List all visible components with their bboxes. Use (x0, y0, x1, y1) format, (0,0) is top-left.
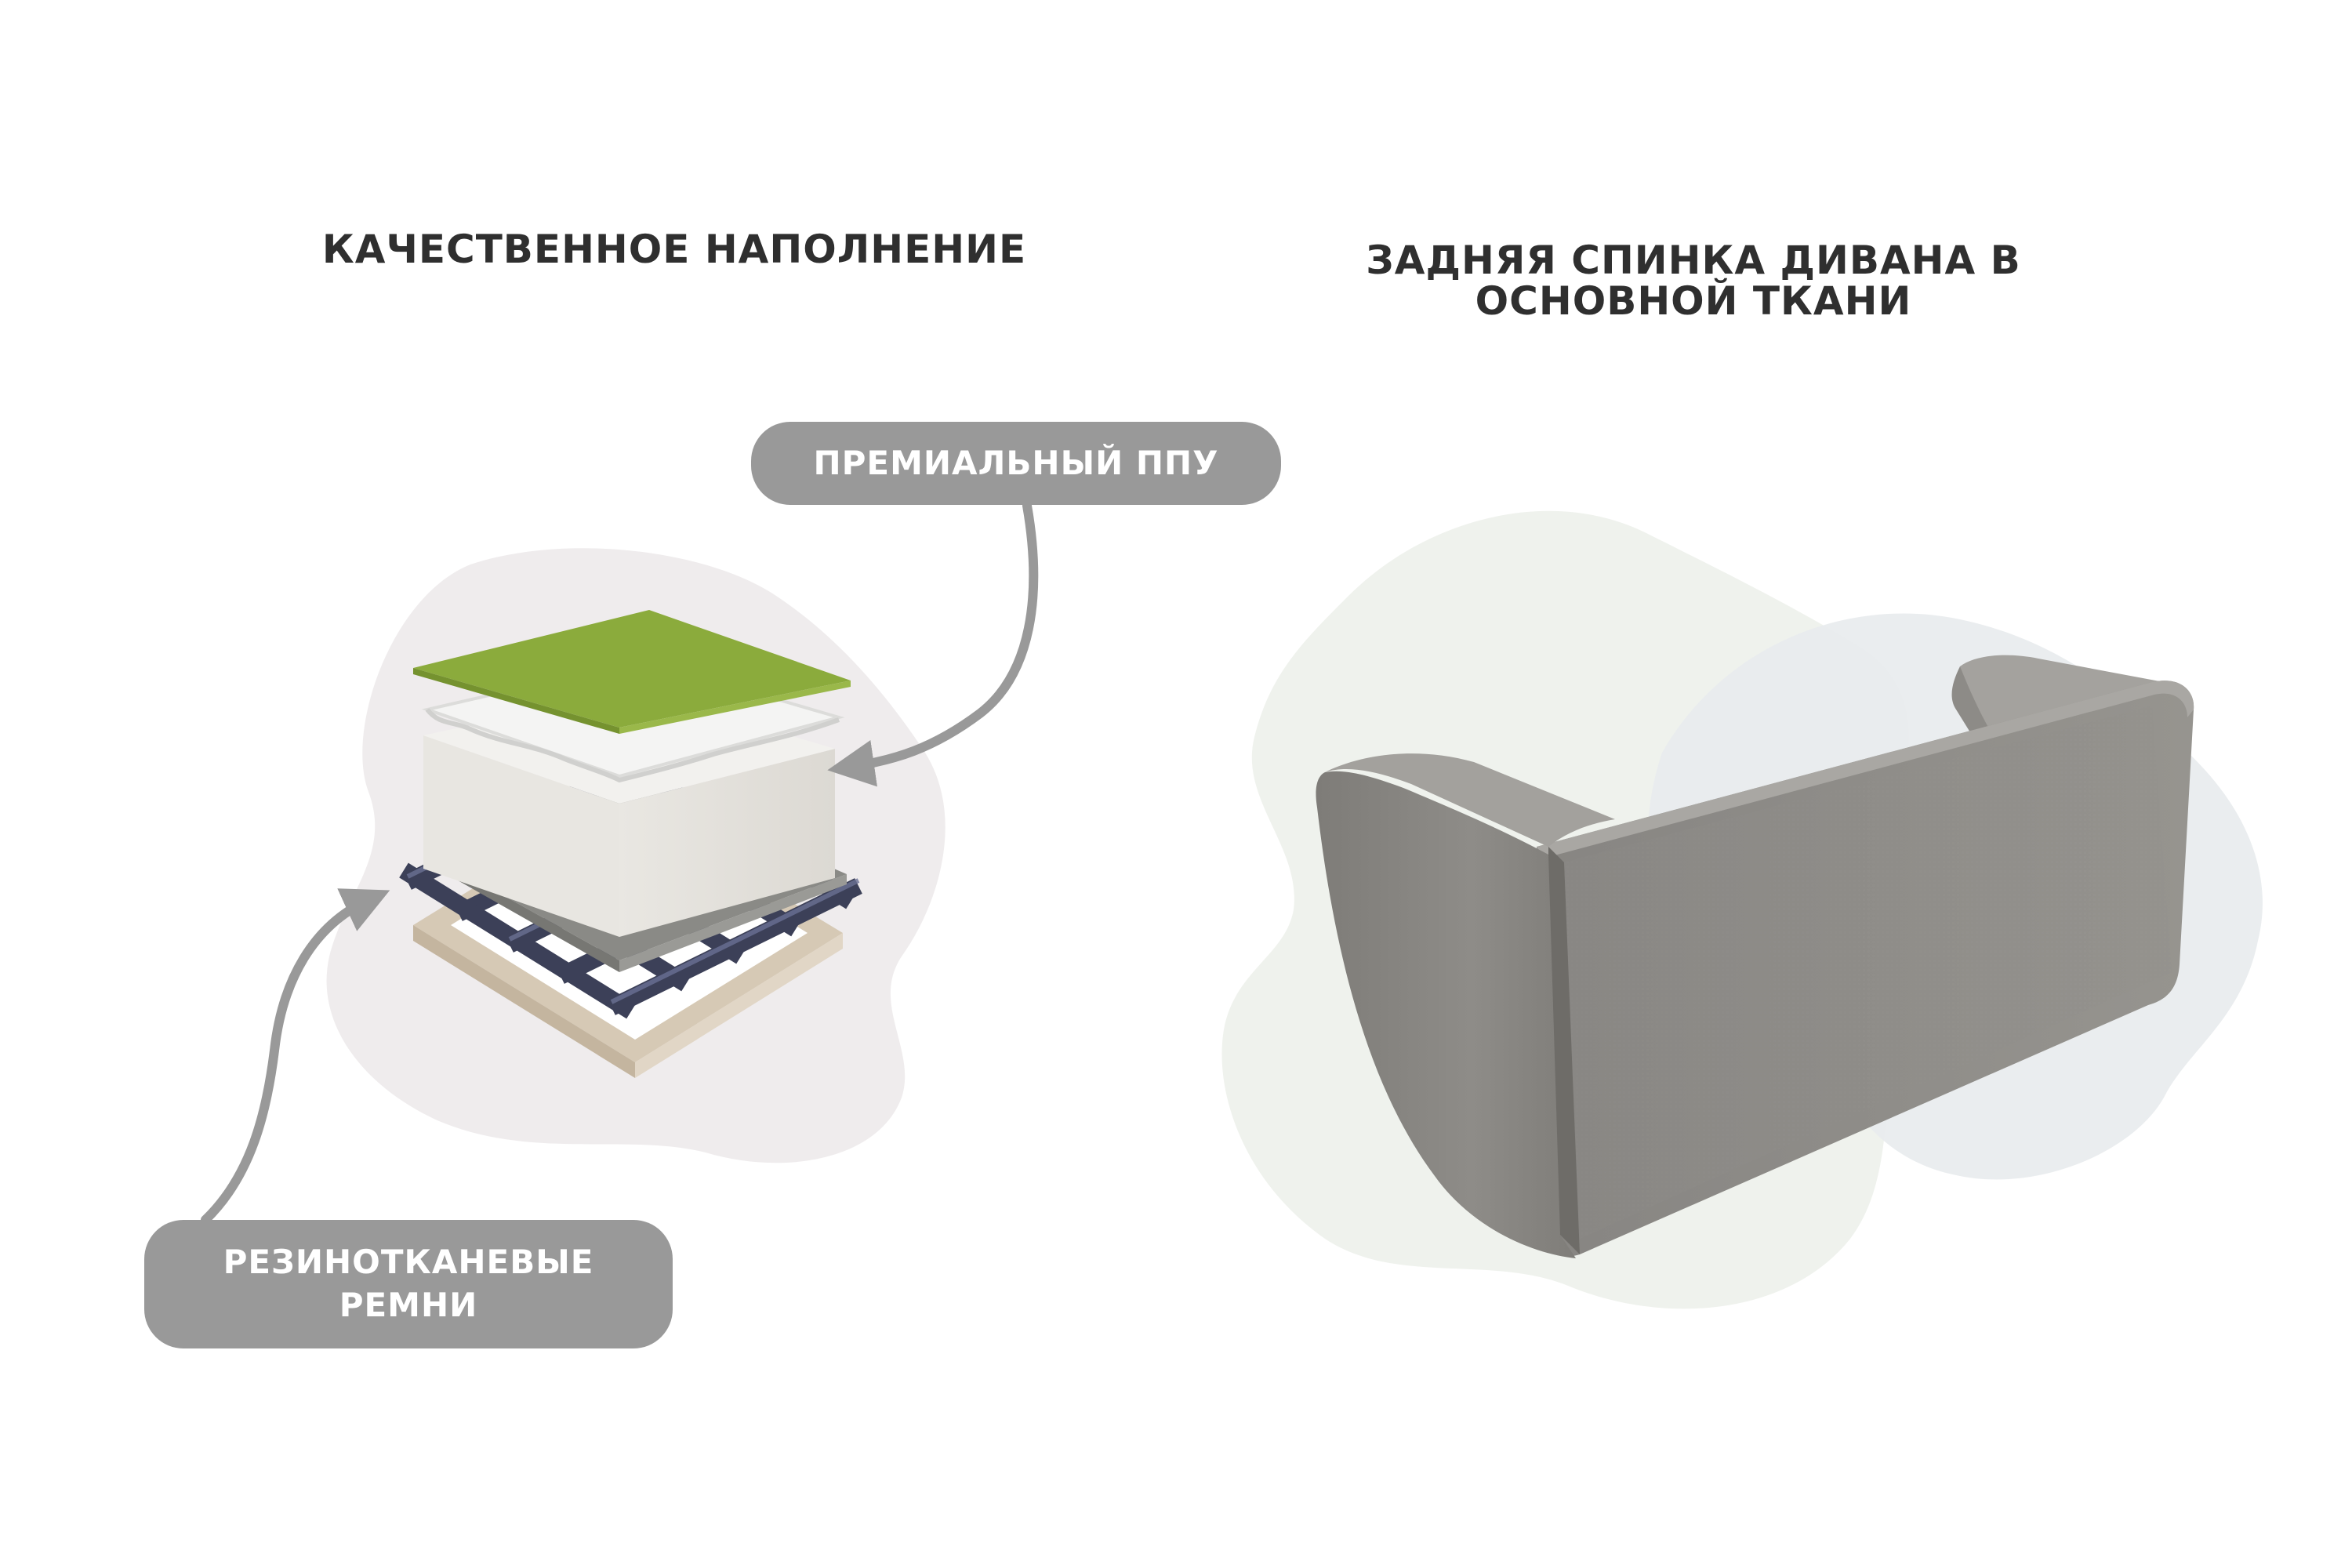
right-panel-title-line2: ОСНОВНОЙ ТКАНИ (1475, 278, 1912, 324)
left-panel-title: КАЧЕСТВЕННОЕ НАПОЛНЕНИЕ (321, 227, 1027, 272)
premium-foam-label: ПРЕМИАЛЬНЫЙ ППУ (813, 443, 1219, 482)
arrow-to-straps (201, 888, 390, 1225)
sofa-back-view (1316, 655, 2194, 1258)
arrow-to-foam (827, 501, 1039, 787)
right-panel-title: ЗАДНЯЯ СПИНКА ДИВАНА В ОСНОВНОЙ ТКАНИ (1270, 240, 2117, 321)
right-panel-title-line1: ЗАДНЯЯ СПИНКА ДИВАНА В (1366, 238, 2021, 283)
premium-foam-callout: ПРЕМИАЛЬНЫЙ ППУ (751, 422, 1281, 505)
rubber-straps-callout: РЕЗИНОТКАНЕВЫЕ РЕМНИ (144, 1220, 673, 1348)
sofa-left-arm (1316, 771, 1576, 1258)
green-top-fabric-layer (413, 610, 851, 728)
mattress-layers (399, 610, 862, 1078)
rubber-straps-label-line2: РЕМНИ (339, 1286, 478, 1324)
rubber-straps-label-line1: РЕЗИНОТКАНЕВЫЕ (223, 1243, 594, 1282)
